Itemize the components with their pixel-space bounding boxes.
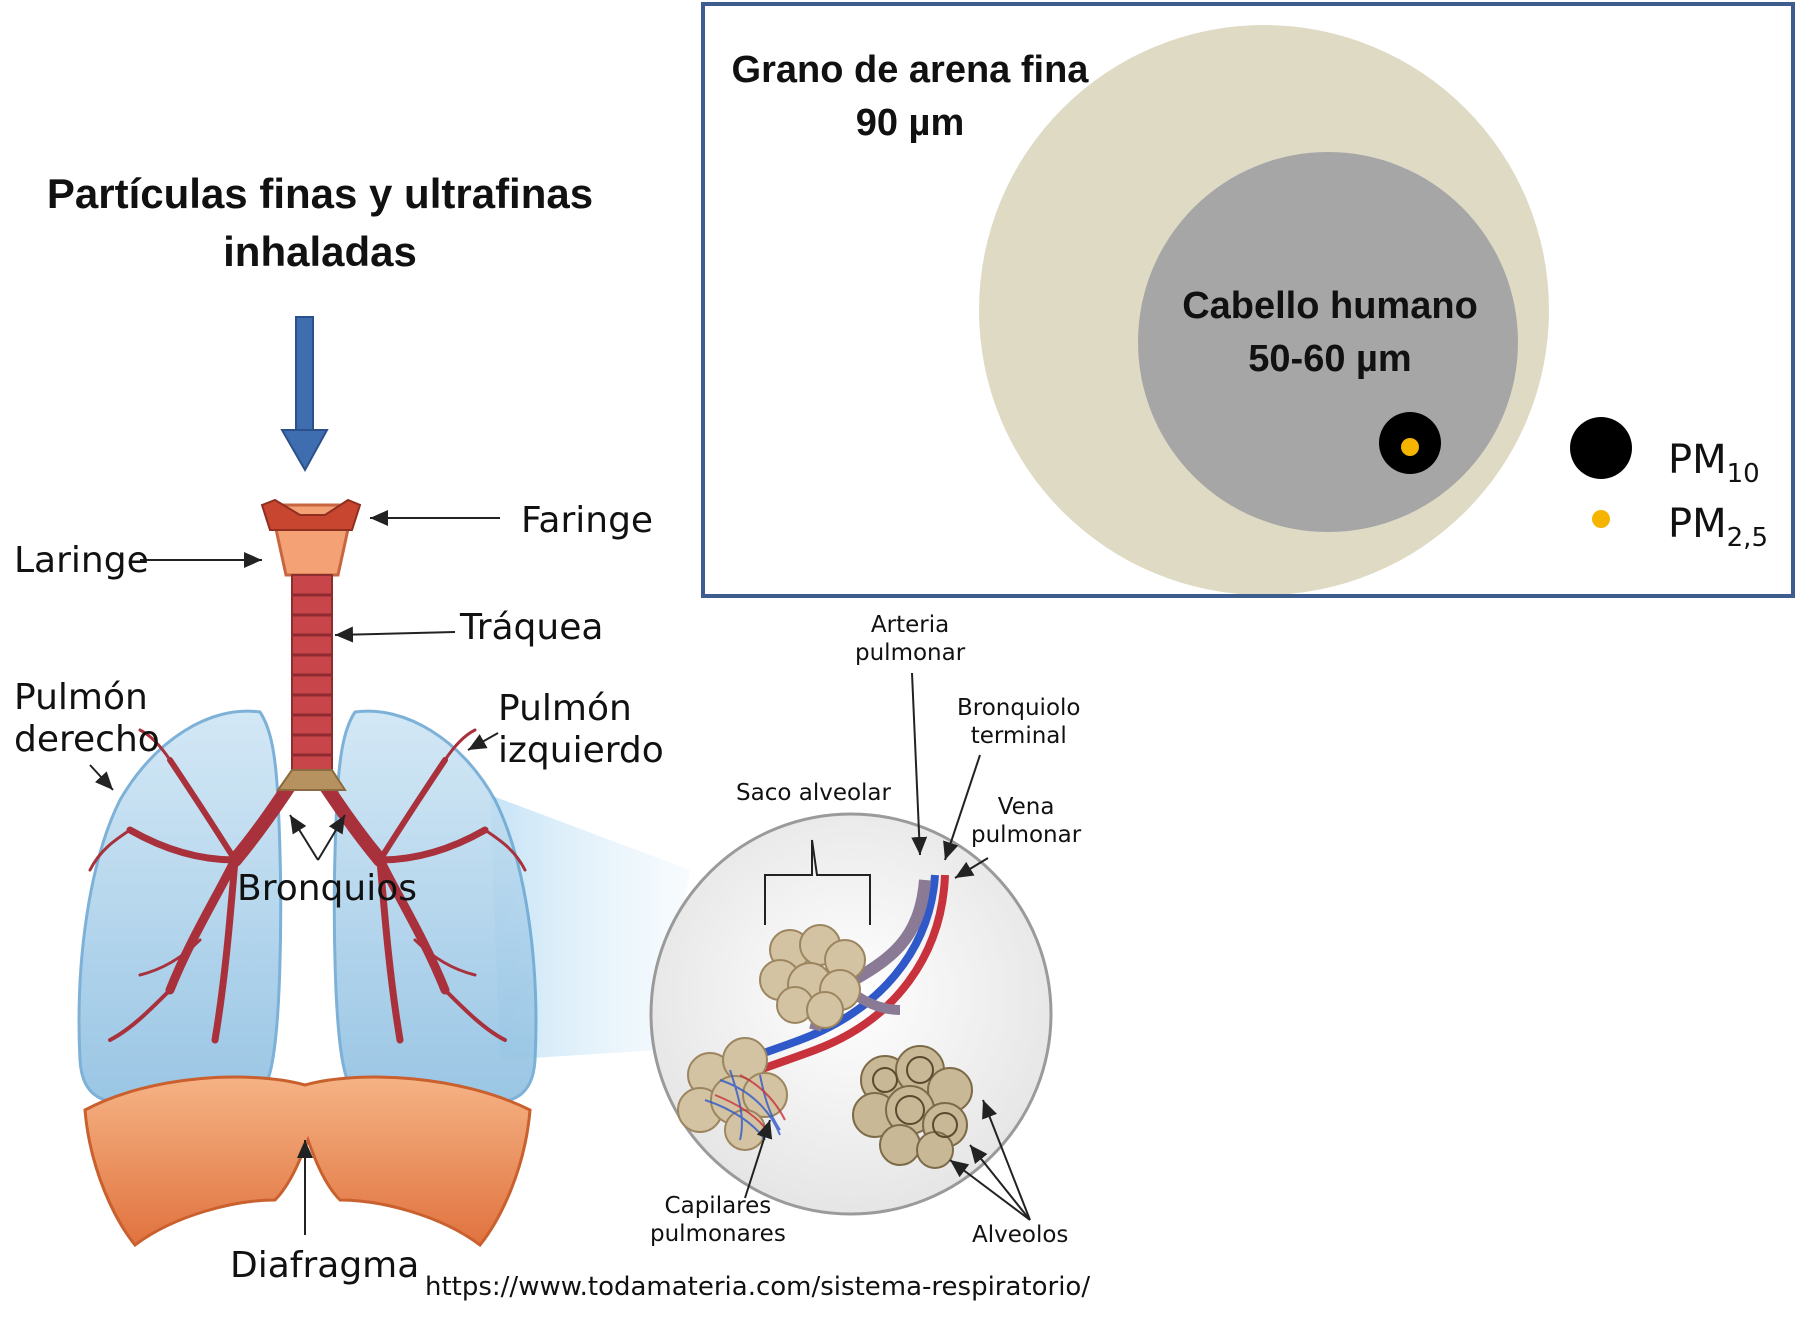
source-link[interactable]: https://www.todamateria.com/sistema-resp… xyxy=(425,1272,1091,1302)
legend-pm10: PM10 xyxy=(1668,437,1760,489)
pm25-in-hair xyxy=(1401,438,1419,456)
label-traquea: Tráquea xyxy=(460,607,604,648)
diagram-title: Partículas finas y ultrafinas inhaladas xyxy=(46,170,594,275)
pm10-legend-dot xyxy=(1570,417,1632,479)
label-bronquios: Bronquios xyxy=(237,868,417,909)
zoom-beam xyxy=(490,795,690,1060)
inhalation-arrow xyxy=(280,316,329,473)
label-saco-alveolar: Saco alveolar xyxy=(736,780,891,806)
label-alveolos: Alveolos xyxy=(972,1222,1069,1248)
label-laringe: Laringe xyxy=(14,540,149,581)
trachea xyxy=(260,498,362,791)
pointer-arrows xyxy=(89,510,500,1235)
pm25-legend-dot xyxy=(1592,510,1610,528)
diaphragm xyxy=(83,1075,532,1248)
detail-pointers xyxy=(744,672,1031,1221)
label-diafragma: Diafragma xyxy=(230,1245,420,1286)
lungs xyxy=(77,709,538,1105)
label-faringe: Faringe xyxy=(521,500,654,541)
alveoli-detail xyxy=(649,812,1053,1216)
size-circles xyxy=(979,25,1632,594)
legend-pm25: PM2,5 xyxy=(1668,501,1768,553)
